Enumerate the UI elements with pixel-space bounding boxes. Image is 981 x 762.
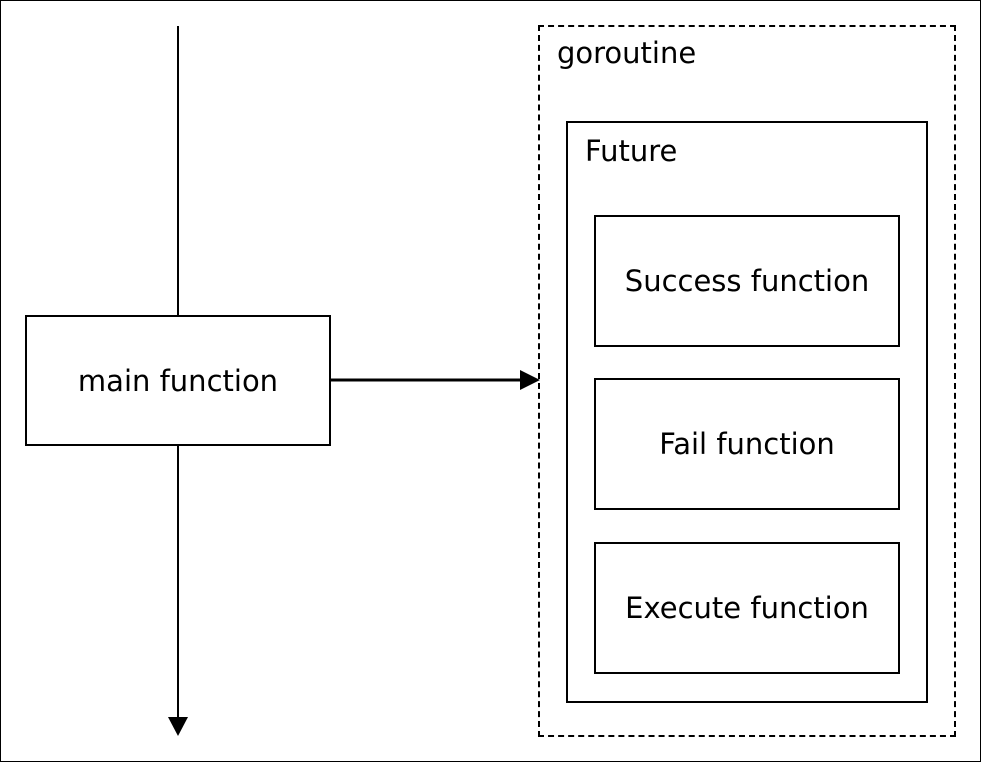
future-container (566, 121, 928, 703)
main-function-box: main function (25, 315, 331, 446)
execute-function-label: Execute function (625, 591, 869, 625)
spawn-arrowhead (520, 370, 540, 390)
goroutine-label: goroutine (557, 36, 697, 70)
main-function-label: main function (77, 363, 279, 398)
goroutine-container (538, 25, 956, 737)
success-function-box: Success function (594, 215, 900, 347)
future-label: Future (585, 134, 678, 168)
fail-function-label: Fail function (659, 427, 835, 461)
execute-function-box: Execute function (594, 542, 900, 674)
fail-function-box: Fail function (594, 378, 900, 510)
success-function-label: Success function (624, 264, 870, 298)
main-flow-arrowhead (168, 717, 188, 736)
